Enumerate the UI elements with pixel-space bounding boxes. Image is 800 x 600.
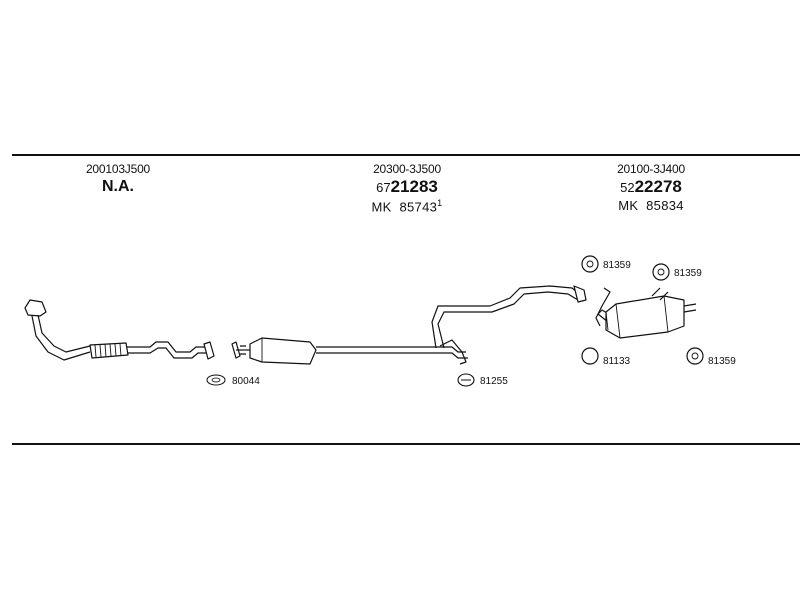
oem-number: 20100-3J400: [617, 162, 685, 176]
mk-label: MK: [618, 198, 639, 213]
callout-label: 81255: [480, 376, 508, 387]
clamp-icon: [457, 373, 475, 387]
part-number-main: 22278: [634, 177, 682, 196]
oem-number: 200103J500: [85, 162, 151, 176]
callout-label: 81133: [603, 356, 631, 367]
availability-status: N.A.: [102, 178, 134, 195]
part-number: 6721283: [352, 178, 462, 195]
rubber-hanger-icon: [686, 347, 704, 365]
part-number-main: 21283: [390, 177, 438, 196]
part-column-middle-silencer: 20300-3J500 6721283 MK 857431: [352, 163, 462, 213]
rubber-ring-icon: [581, 347, 599, 365]
middle-silencer-pipe: [231, 285, 587, 365]
rubber-hanger-icon: [652, 263, 670, 281]
mk-reference: MK 85834: [596, 199, 706, 212]
oem-number: 20300-3J500: [373, 162, 441, 176]
part-column-front-pipe: 200103J500 N.A.: [68, 163, 168, 195]
part-column-rear-silencer: 20100-3J400 5222278 MK 85834: [596, 163, 706, 212]
gasket-icon: [206, 374, 226, 386]
part-number-prefix: 52: [620, 180, 635, 195]
callout-label: 81359: [603, 260, 631, 271]
callout-label: 81359: [708, 356, 736, 367]
callout-label: 80044: [232, 376, 260, 387]
mk-number: 85743: [399, 199, 438, 215]
bottom-divider: [12, 443, 800, 445]
mk-label: MK: [371, 199, 392, 215]
mk-reference: MK 857431: [352, 198, 462, 215]
part-number: 5222278: [596, 178, 706, 195]
footnote-marker: 1: [437, 198, 443, 208]
callout-label: 81359: [674, 268, 702, 279]
front-pipe: [24, 299, 215, 361]
top-divider: [12, 154, 800, 156]
rubber-hanger-icon: [581, 255, 599, 273]
rear-silencer: [595, 287, 697, 339]
mk-number: 85834: [646, 198, 684, 213]
part-number-prefix: 67: [376, 180, 391, 195]
